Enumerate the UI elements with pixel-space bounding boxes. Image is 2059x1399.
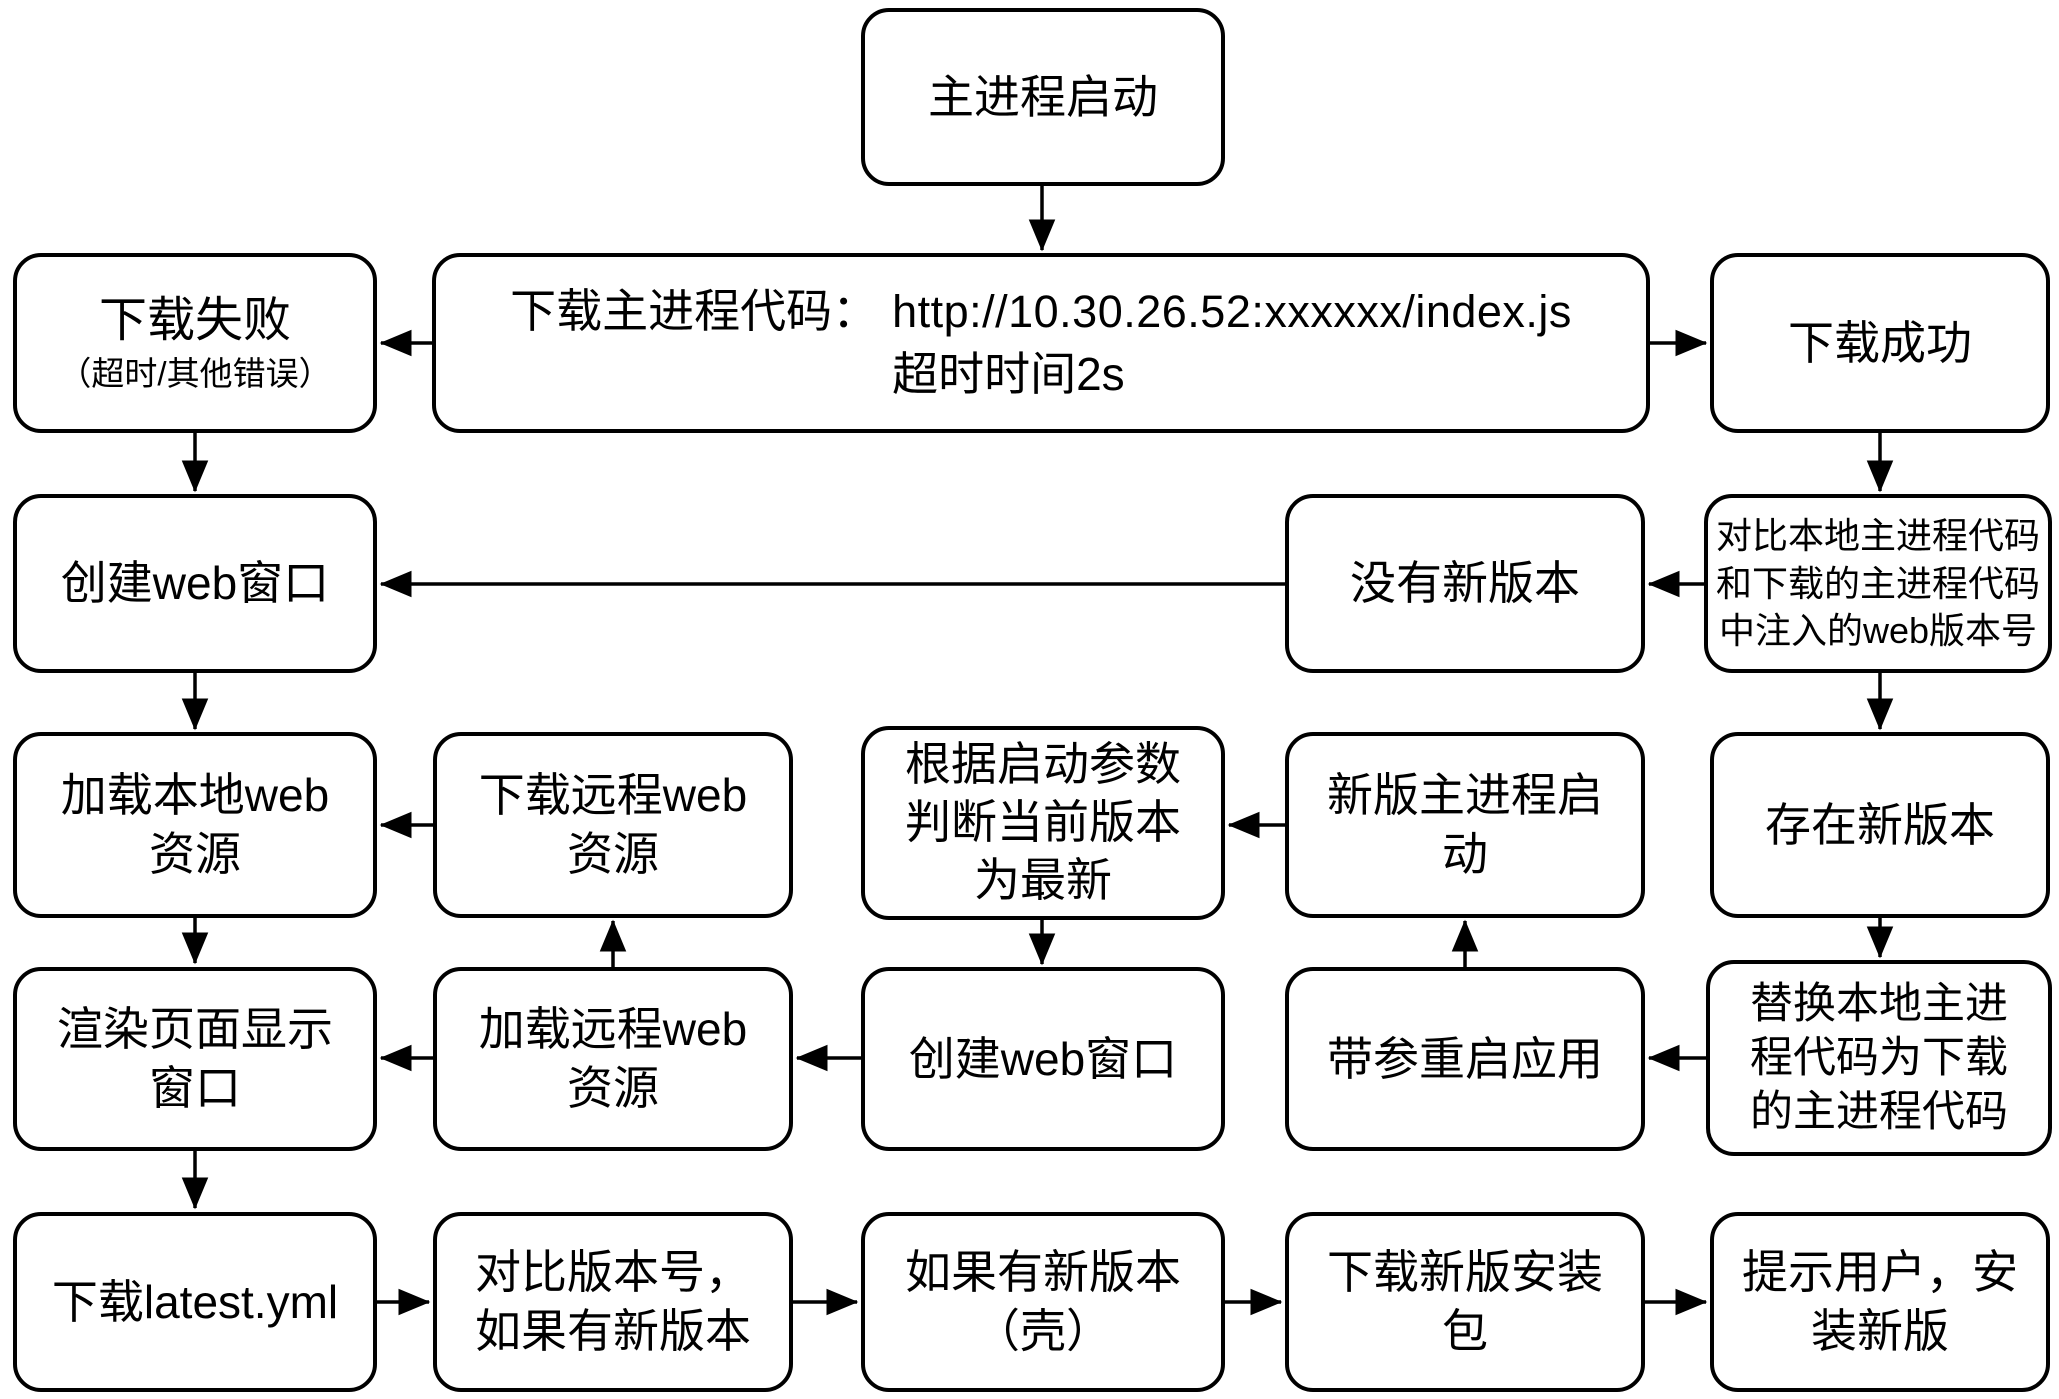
node-label: 替换本地主进 程代码为下载 的主进程代码 <box>1750 979 2008 1137</box>
node-judge-latest-by-args: 根据启动参数 判断当前版本 为最新 <box>861 726 1225 920</box>
node-label: 下载latest.yml <box>51 1275 339 1328</box>
node-new-main-process-start: 新版主进程启 动 <box>1285 732 1645 918</box>
node-load-remote-web: 加载远程web 资源 <box>433 967 793 1151</box>
node-main-process-start: 主进程启动 <box>861 8 1225 186</box>
node-has-new-version: 存在新版本 <box>1710 732 2050 918</box>
node-label: 下载失败 <box>98 293 291 347</box>
node-restart-with-args: 带参重启应用 <box>1285 967 1645 1151</box>
node-replace-local-code: 替换本地主进 程代码为下载 的主进程代码 <box>1706 960 2052 1156</box>
node-label: 渲染页面显示 窗口 <box>57 1003 333 1114</box>
node-create-web-window-1: 创建web窗口 <box>13 494 377 673</box>
node-label: 下载远程web 资源 <box>478 769 748 880</box>
node-create-web-window-2: 创建web窗口 <box>861 967 1225 1151</box>
node-label: 如果有新版本 （壳） <box>905 1246 1181 1357</box>
node-download-success: 下载成功 <box>1710 253 2050 433</box>
node-label: 下载成功 <box>1788 316 1972 369</box>
node-label: 对比版本号， 如果有新版本 <box>475 1246 751 1357</box>
node-prompt-user-install: 提示用户，安 装新版 <box>1710 1212 2050 1392</box>
node-label: 下载新版安装 包 <box>1327 1246 1603 1357</box>
node-download-installer: 下载新版安装 包 <box>1285 1212 1645 1392</box>
node-label: 主进程启动 <box>928 70 1158 123</box>
node-timeout-text: 超时时间2s <box>892 348 1125 400</box>
node-label: 创建web窗口 <box>60 557 330 610</box>
node-label: 提示用户，安 装新版 <box>1742 1246 2018 1357</box>
node-text-grid: 下载主进程代码： http://10.30.26.52:xxxxxx/index… <box>510 282 1572 404</box>
node-label: 创建web窗口 <box>908 1032 1178 1085</box>
node-sublabel: （超时/其他错误） <box>58 354 332 392</box>
node-label: 没有新版本 <box>1350 557 1580 610</box>
node-no-new-version: 没有新版本 <box>1285 494 1645 673</box>
node-render-page-window: 渲染页面显示 窗口 <box>13 967 377 1151</box>
node-compare-version-number: 对比版本号， 如果有新版本 <box>433 1212 793 1392</box>
node-label: 新版主进程启 动 <box>1327 769 1603 880</box>
node-download-failed: 下载失败 （超时/其他错误） <box>13 253 377 433</box>
node-download-latest-yml: 下载latest.yml <box>13 1212 377 1392</box>
node-label: 加载本地web 资源 <box>60 769 330 880</box>
node-download-remote-web: 下载远程web 资源 <box>433 732 793 918</box>
node-label-prefix: 下载主进程代码： <box>510 285 879 338</box>
node-label: 根据启动参数 判断当前版本 为最新 <box>905 738 1181 906</box>
node-label: 对比本地主进程代码 和下载的主进程代码 中注入的web版本号 <box>1715 515 2040 652</box>
node-new-version-shell: 如果有新版本 （壳） <box>861 1212 1225 1392</box>
node-url-text: http://10.30.26.52:xxxxxx/index.js <box>892 286 1572 338</box>
node-load-local-web: 加载本地web 资源 <box>13 732 377 918</box>
node-label: 加载远程web 资源 <box>478 1003 748 1114</box>
node-label: 带参重启应用 <box>1327 1032 1603 1085</box>
node-download-main-code: 下载主进程代码： http://10.30.26.52:xxxxxx/index… <box>432 253 1650 433</box>
node-compare-version-code: 对比本地主进程代码 和下载的主进程代码 中注入的web版本号 <box>1704 494 2052 673</box>
node-label: 存在新版本 <box>1765 798 1995 851</box>
